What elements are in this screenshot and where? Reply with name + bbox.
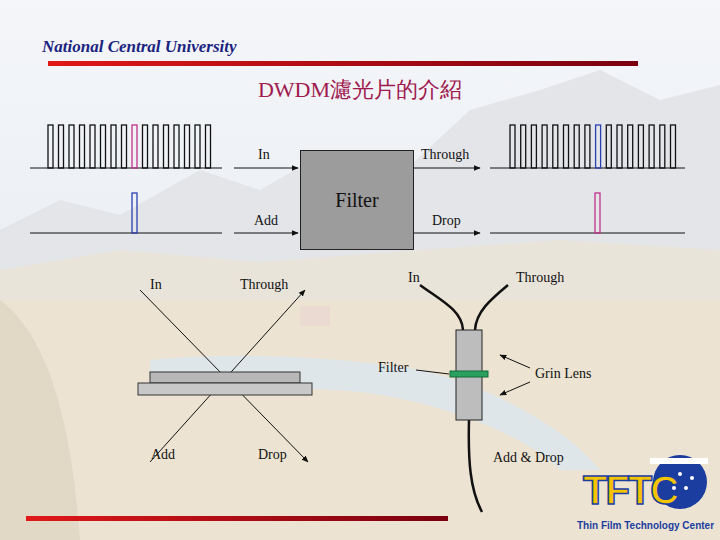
wavelength-pulse [564, 125, 569, 168]
wavelength-pulse [122, 125, 127, 168]
header-rule [48, 61, 638, 66]
wavelength-pulse [606, 125, 611, 168]
wavelength-pulse [90, 125, 95, 168]
emblem-dot [678, 472, 682, 476]
port-label: Through [516, 270, 564, 285]
node-label: Filter [335, 189, 378, 212]
wavelength-pulse [132, 193, 137, 233]
port-label: In [408, 270, 420, 285]
port-label: Drop [432, 213, 461, 228]
wavelength-pulse [206, 125, 211, 168]
port-label: Through [421, 147, 469, 162]
substrate-plate [138, 383, 312, 395]
wavelength-pulse [649, 125, 654, 168]
wavelength-pulse [660, 125, 665, 168]
port-label: Drop [258, 447, 287, 462]
wavelength-pulse [69, 125, 74, 168]
house [300, 306, 330, 326]
wavelength-pulse [521, 125, 526, 168]
wavelength-pulse [153, 125, 158, 168]
filter-plate [150, 372, 300, 383]
baseline [490, 233, 685, 234]
wavelength-pulse [671, 125, 676, 168]
emblem-bar [650, 458, 708, 464]
fiber [469, 420, 482, 512]
wavelength-pulse [111, 125, 116, 168]
port-label: Add & Drop [493, 450, 564, 465]
wavelength-pulse [628, 125, 633, 168]
wavelength-pulse [638, 125, 643, 168]
fiber [475, 285, 508, 330]
in-arrow [234, 168, 298, 169]
wavelength-pulse [542, 125, 547, 168]
leader-arrow [500, 382, 530, 395]
trees [0, 300, 80, 540]
wavelength-pulse [132, 125, 137, 168]
port-label: Through [240, 277, 288, 292]
logo-caption: Thin Film Technology Center [577, 520, 714, 531]
port-label: Add [254, 213, 278, 228]
slide-title: DWDM濾光片的介紹 [0, 78, 720, 102]
wavelength-pulse [585, 125, 590, 168]
wavelength-pulse [595, 193, 600, 233]
wavelength-pulse [164, 125, 169, 168]
wavelength-pulse [185, 125, 190, 168]
through-arrow [414, 168, 480, 169]
wavelength-pulse [80, 125, 85, 168]
logo-text: TFTC [583, 468, 677, 512]
wavelength-pulse [510, 125, 515, 168]
part-label: Filter [378, 360, 408, 375]
leader-line [416, 370, 449, 374]
fiber-filter [416, 285, 530, 512]
thin-film-filter [450, 371, 488, 377]
filter-box: Filter [300, 150, 414, 250]
footer-rule [26, 516, 448, 521]
baseline [30, 233, 222, 234]
port-label: In [150, 277, 162, 292]
leader-arrow [500, 355, 530, 368]
free-space-filter [138, 290, 312, 462]
field [0, 300, 720, 540]
wavelength-pulse [195, 125, 200, 168]
in-drop-ray [140, 290, 308, 462]
wavelength-pulse [531, 125, 536, 168]
wavelength-pulse [596, 125, 601, 168]
wavelength-pulse [48, 125, 53, 168]
emblem-dot [690, 476, 694, 480]
drop-arrow [414, 233, 480, 234]
emblem-dot [684, 486, 688, 490]
wavelength-pulse [143, 125, 148, 168]
wavelength-pulse [553, 125, 558, 168]
institution-header: National Central University [42, 38, 237, 57]
port-label: In [258, 147, 270, 162]
wavelength-pulse [101, 125, 106, 168]
wavelength-pulse [574, 125, 579, 168]
add-arrow [234, 233, 298, 234]
add-through-ray [150, 290, 305, 462]
wavelength-pulse [617, 125, 622, 168]
wavelength-pulse [59, 125, 64, 168]
wavelength-pulse [174, 125, 179, 168]
port-label: Add [151, 447, 175, 462]
river [150, 356, 600, 470]
part-label: Grin Lens [535, 366, 591, 381]
fiber [420, 285, 463, 330]
